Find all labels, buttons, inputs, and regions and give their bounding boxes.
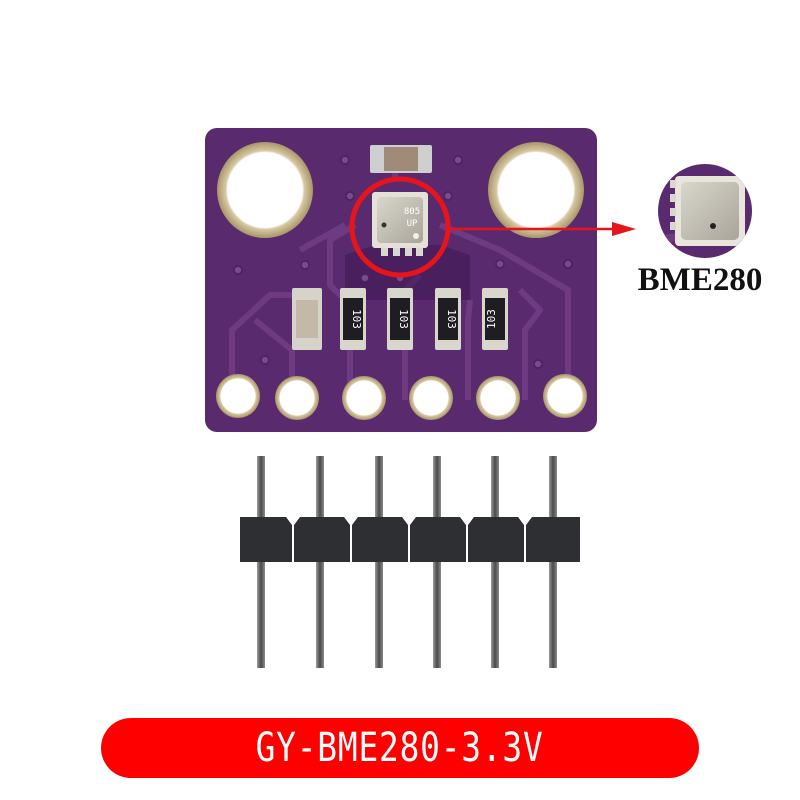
header-plastic xyxy=(240,517,580,562)
pad-row xyxy=(216,374,587,420)
svg-text:UP: UP xyxy=(407,219,418,229)
pin-header xyxy=(240,456,580,668)
mounting-hole-right xyxy=(488,142,584,238)
resistor-1: 103 xyxy=(340,288,366,350)
mounting-hole-left xyxy=(217,142,313,238)
chip-name-label: BME280 xyxy=(637,262,763,298)
highlight-annotation xyxy=(349,176,636,278)
svg-text:805: 805 xyxy=(404,207,420,217)
svg-text:103: 103 xyxy=(445,309,458,329)
capacitor-top xyxy=(370,145,432,173)
pointer-arrow-head xyxy=(612,222,636,236)
resistor-3: 103 xyxy=(435,288,461,350)
resistor-2: 103 xyxy=(387,288,413,350)
highlight-circle xyxy=(349,176,451,278)
bme280-chip: 805 UP xyxy=(372,192,428,256)
capacitor-small xyxy=(292,288,322,350)
module-name-text: GY-BME280-3.3V xyxy=(256,725,544,771)
resistor-4: 103 xyxy=(482,288,508,350)
chip-zoom-inset xyxy=(658,164,752,258)
svg-text:103: 103 xyxy=(350,309,363,329)
svg-text:103: 103 xyxy=(397,309,410,329)
module-name-banner: GY-BME280-3.3V xyxy=(101,718,699,778)
resistor-row: 103 103 103 103 xyxy=(292,288,508,350)
svg-text:103: 103 xyxy=(485,309,498,329)
